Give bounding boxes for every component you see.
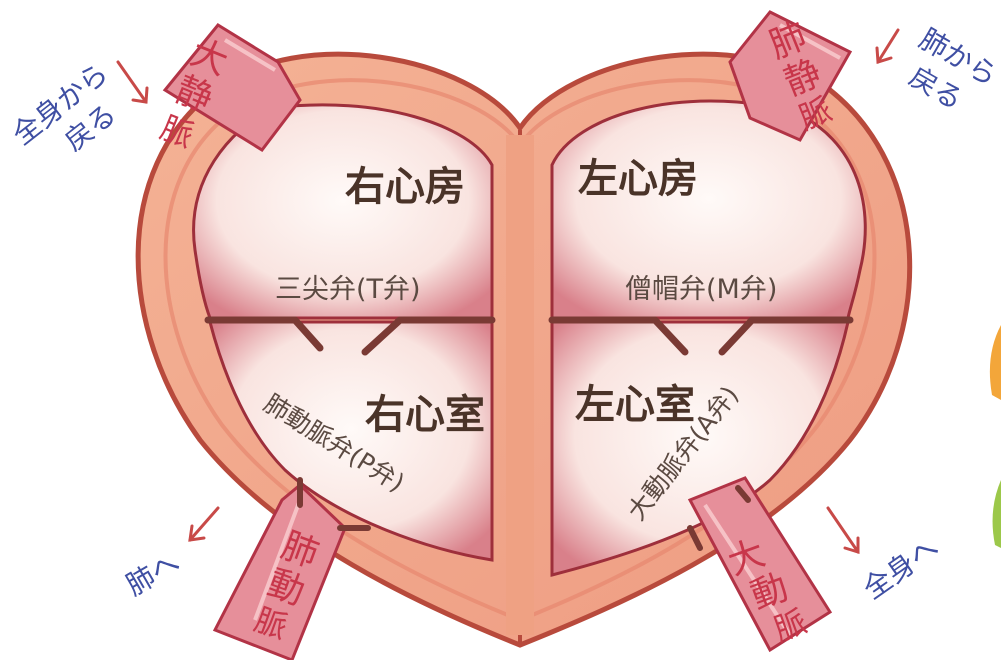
arrow-from-lungs-icon [875, 28, 900, 64]
pulmonary-vein-vessel [728, 10, 853, 142]
decorative-orange-edge [989, 325, 1001, 400]
right-atrium-chamber [192, 103, 494, 320]
right-ventricle-chamber [208, 320, 494, 562]
mitral-valve-right-leaflet [718, 316, 854, 356]
left-ventricle-label: 左心室 [575, 382, 695, 428]
to-lungs-label: 肺へ [120, 546, 185, 603]
tricuspid-valve-left-leaflet [204, 316, 324, 352]
to-body-label: 全身へ [857, 531, 945, 606]
from-lungs-label: 肺から 戻る [903, 22, 1001, 116]
mitral-valve-left-leaflet [548, 316, 689, 356]
left-atrium-chamber [550, 99, 867, 320]
tricuspid-valve-label: 三尖弁(T弁) [275, 274, 421, 305]
septum-wall [506, 135, 534, 635]
right-atrium-label: 右心房 [345, 164, 465, 210]
aorta-vessel [687, 476, 833, 653]
pulmonary-artery-vessel [212, 482, 347, 660]
tricuspid-valve-right-leaflet [361, 316, 496, 356]
mitral-valve-label: 僧帽弁(M弁) [625, 274, 777, 305]
aortic-valve-mark [687, 485, 751, 551]
from-body-label: 全身から 戻る [6, 57, 122, 158]
vena-cava-vessel [162, 23, 302, 152]
arrow-to-lungs-icon [188, 506, 220, 542]
left-ventricle-chamber [550, 320, 850, 577]
right-ventricle-label: 右心室 [365, 392, 485, 438]
arrow-to-body-icon [826, 506, 860, 555]
decorative-green-edge [992, 480, 1001, 548]
arrow-from-body-icon [116, 60, 149, 104]
pulmonary-valve-mark [297, 477, 371, 531]
left-atrium-label: 左心房 [578, 156, 698, 202]
